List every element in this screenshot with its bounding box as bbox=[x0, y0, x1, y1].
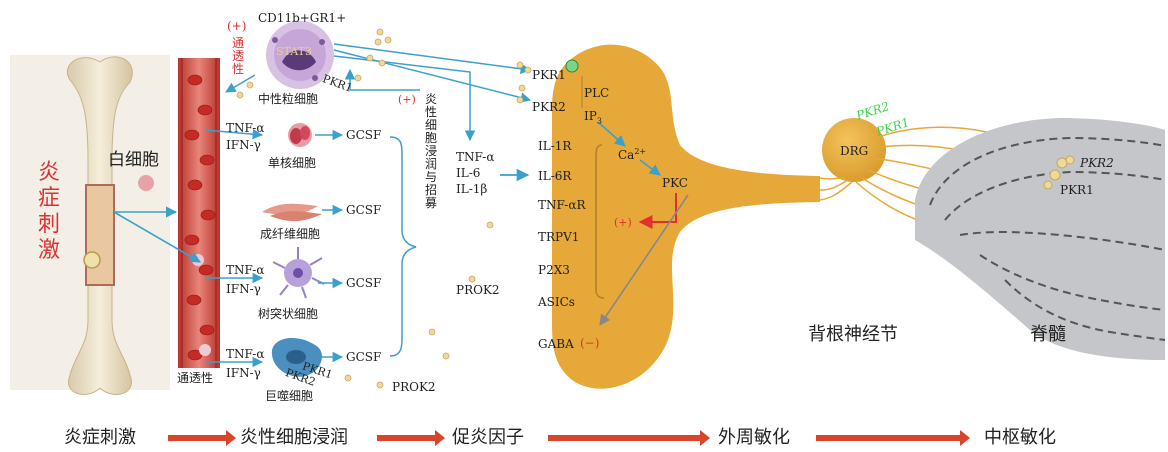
ca-arrow bbox=[639, 159, 661, 176]
plc-label: PLC bbox=[584, 86, 610, 100]
stat3-label: STAT3 bbox=[276, 45, 312, 58]
factor-tnf: TNF-α bbox=[456, 150, 495, 164]
permeability-vertical-label: 通透性 bbox=[231, 36, 244, 76]
peripheral-neuron bbox=[551, 44, 820, 389]
monocyte-tnf: TNF-α bbox=[226, 121, 265, 135]
flow-step-1: 炎症刺激 bbox=[64, 427, 136, 448]
pkr1-label: PKR1 bbox=[532, 68, 566, 82]
macrophage-icon bbox=[271, 338, 323, 377]
flow-step-4: 外周敏化 bbox=[718, 427, 790, 448]
asics-label: ASICs bbox=[538, 295, 575, 309]
cell-to-gcsf-arrows bbox=[315, 129, 344, 363]
il1r-label: IL-1R bbox=[538, 139, 572, 153]
factor-il6: IL-6 bbox=[456, 166, 481, 180]
dendritic-ifn: IFN-γ bbox=[226, 282, 261, 296]
vessel-permeability-label: 通透性 bbox=[177, 371, 214, 385]
drg-label: DRG bbox=[840, 144, 869, 158]
pkc-plus-arrow bbox=[638, 193, 677, 229]
p2x3-label: P2X3 bbox=[538, 263, 570, 277]
fibroblast-icon bbox=[262, 203, 322, 222]
drg-icon bbox=[822, 118, 886, 182]
neutrophil-label: 中性粒细胞 bbox=[258, 92, 319, 106]
prok2-label-2: PROK2 bbox=[392, 380, 436, 394]
blood-vessel bbox=[178, 58, 220, 368]
spinal-pkr2: PKR2 bbox=[1080, 156, 1114, 170]
macrophage-ifn: IFN-γ bbox=[226, 366, 261, 380]
pkc-gaba-arrow bbox=[599, 194, 689, 326]
ip3-label: IP3 bbox=[584, 109, 602, 126]
bone-to-vessel-arrows bbox=[113, 206, 201, 263]
il6r-label: IL-6R bbox=[538, 169, 572, 183]
monocyte-label: 单核细胞 bbox=[268, 156, 317, 170]
infiltration-plus: (+) bbox=[398, 93, 416, 106]
ca-label: Ca2+ bbox=[618, 147, 647, 162]
pkc-plus: (+) bbox=[614, 216, 632, 229]
bone-icon bbox=[66, 56, 133, 395]
neutrophil-icon bbox=[266, 21, 334, 89]
feedback-arrow bbox=[344, 68, 420, 91]
dendritic-cell-icon bbox=[272, 247, 325, 299]
flow-step-5: 中枢敏化 bbox=[984, 427, 1056, 448]
monocyte-icon bbox=[288, 123, 312, 147]
gcsf-brace bbox=[389, 136, 417, 357]
spinal-cord-label: 脊髓 bbox=[1030, 324, 1066, 345]
dendritic-tnf: TNF-α bbox=[226, 263, 265, 277]
gcsf-macrophage: GCSF bbox=[346, 350, 382, 364]
pkr1-dot bbox=[565, 59, 579, 73]
gcsf-monocyte: GCSF bbox=[346, 128, 382, 142]
flow-arrows bbox=[168, 430, 970, 446]
gaba-minus: (−) bbox=[580, 336, 600, 350]
gcsf-fibroblast: GCSF bbox=[346, 203, 382, 217]
monocyte-ifn: IFN-γ bbox=[226, 138, 261, 152]
trpv1-label: TRPV1 bbox=[538, 230, 580, 244]
vessel-to-cell-arrows bbox=[204, 74, 264, 368]
spinal-pkr1: PKR1 bbox=[1060, 183, 1094, 197]
pkr2-label: PKR2 bbox=[532, 100, 566, 114]
cd11b-label: CD11b+GR1+ bbox=[258, 11, 347, 25]
gcsf-dendritic: GCSF bbox=[346, 276, 382, 290]
infiltration-vertical-label: 炎性细胞浸润与招募 bbox=[424, 92, 437, 210]
spinal-cord-icon bbox=[915, 118, 1166, 360]
leukocyte-label: 白细胞 bbox=[108, 150, 159, 170]
flow-step-2: 炎性细胞浸润 bbox=[240, 427, 348, 448]
macrophage-label: 巨噬细胞 bbox=[265, 389, 314, 403]
macrophage-tnf: TNF-α bbox=[226, 347, 265, 361]
tnfr-label: TNF-αR bbox=[538, 198, 586, 212]
flow-step-3: 促炎因子 bbox=[452, 427, 524, 448]
ip3-arrow bbox=[597, 121, 626, 147]
drg-chinese-label: 背根神经节 bbox=[808, 324, 898, 345]
factor-il1b: IL-1β bbox=[456, 182, 488, 196]
permeability-plus: (+) bbox=[227, 19, 247, 33]
prok2-label-1: PROK2 bbox=[456, 283, 500, 297]
gaba-label: GABA bbox=[538, 337, 574, 351]
dendritic-label: 树突状细胞 bbox=[258, 307, 319, 321]
fibroblast-label: 成纤维细胞 bbox=[260, 227, 321, 241]
leukocyte-icon bbox=[138, 175, 154, 191]
prok2-particles bbox=[236, 28, 532, 389]
pkc-label: PKC bbox=[662, 176, 688, 190]
stimulus-label: 炎症刺激 bbox=[37, 160, 60, 263]
